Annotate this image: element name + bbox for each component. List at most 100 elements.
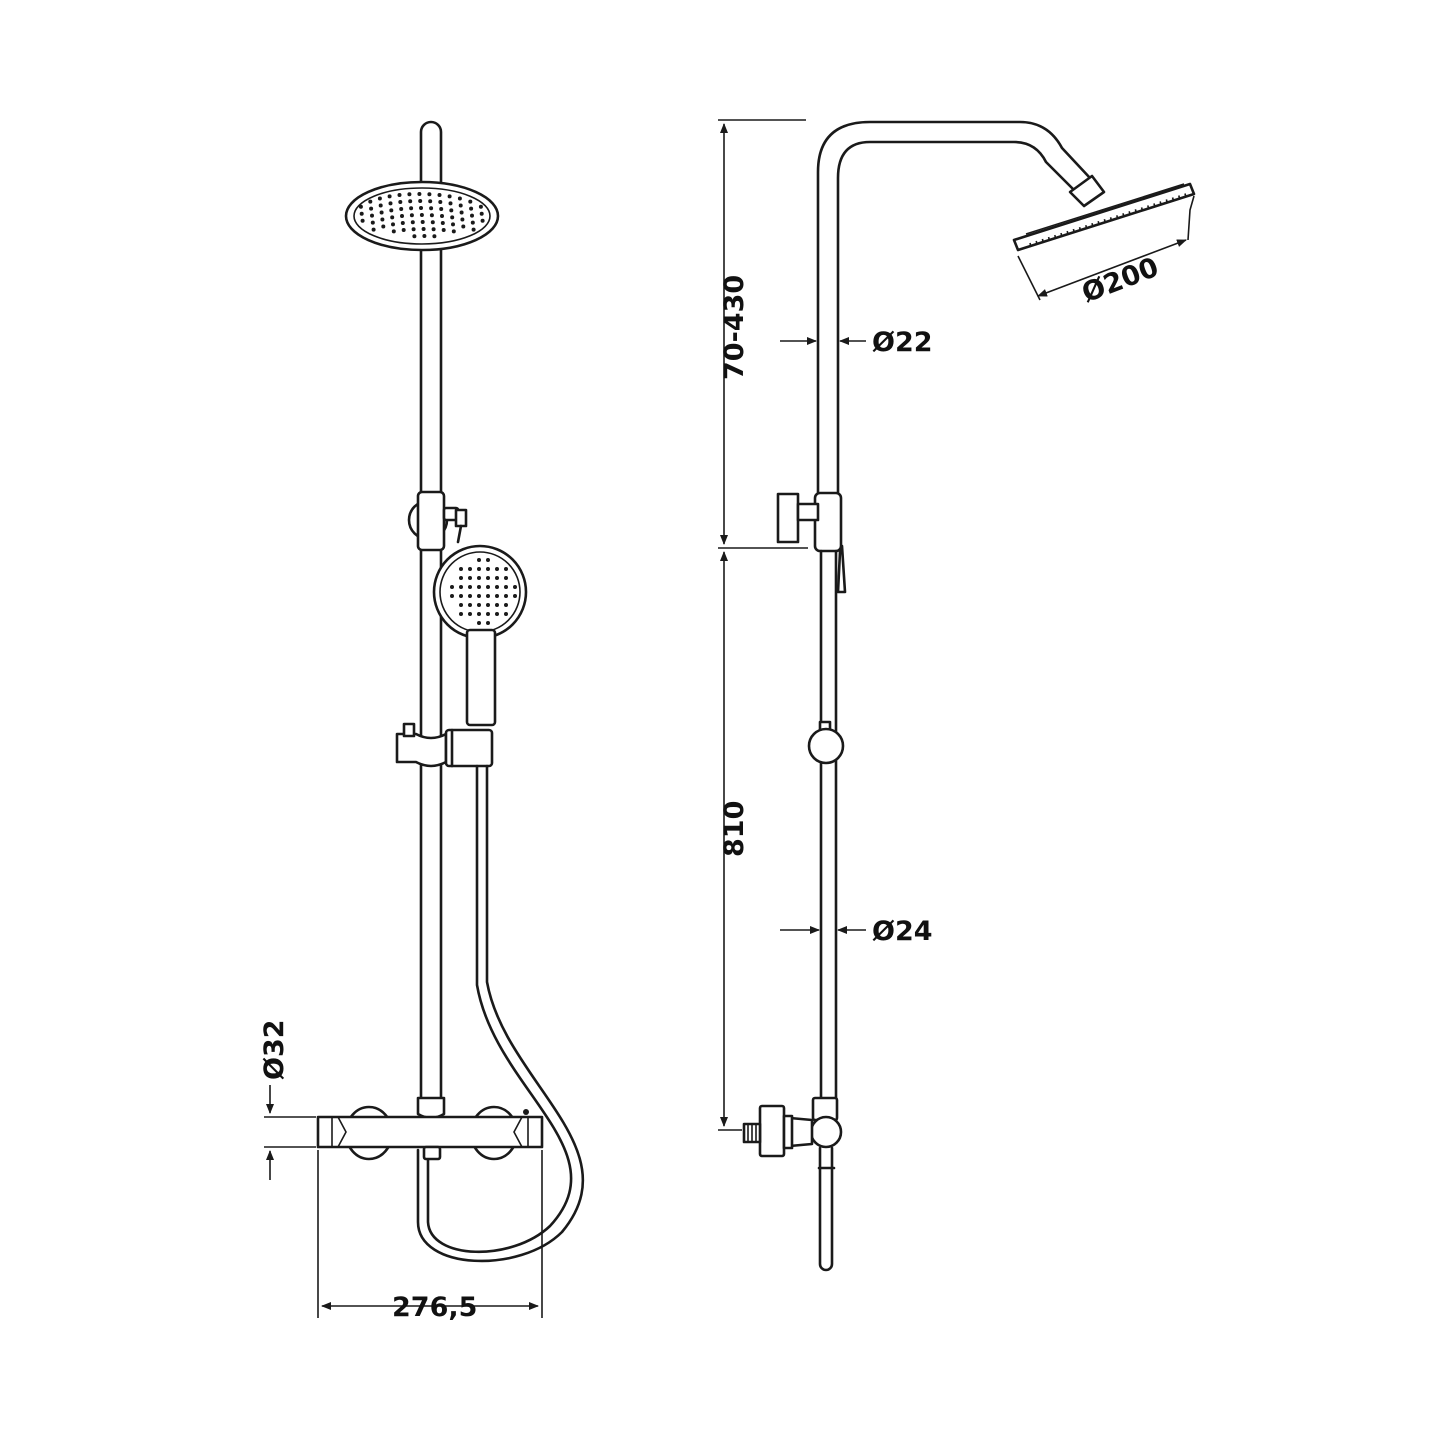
nozzle-dot (419, 206, 423, 210)
nozzle-tick (1116, 215, 1119, 220)
nozzle-dot (390, 215, 395, 220)
nozzle-dot (432, 234, 437, 239)
nozzle-dot (429, 213, 434, 218)
nozzle-dot (459, 612, 463, 616)
nozzle-dot (410, 220, 415, 225)
nozzle-tick (1153, 203, 1156, 208)
side-diverter (776, 491, 847, 594)
nozzle-dot (381, 224, 386, 229)
nozzle-tick (1171, 197, 1175, 202)
nozzle-dot (477, 612, 481, 616)
nozzle-dot (450, 594, 454, 598)
nozzle-dot (420, 220, 425, 224)
nozzle-dot (391, 229, 396, 234)
nozzle-dot (448, 201, 453, 206)
nozzle-dot (486, 612, 490, 616)
nozzle-dot (459, 567, 463, 571)
nozzle-dot (468, 585, 472, 589)
nozzle-tick (1165, 199, 1169, 204)
nozzle-dot (358, 204, 363, 209)
nozzle-dot (468, 603, 472, 607)
nozzle-dot (468, 567, 472, 571)
nozzle-dot (495, 585, 499, 589)
nozzle-dot (430, 220, 435, 225)
nozzle-dot (409, 213, 414, 218)
nozzle-dot (370, 213, 374, 218)
nozzle-dot (504, 567, 508, 571)
nozzle-dot (477, 558, 481, 562)
nozzle-dot (486, 558, 490, 562)
nozzle-dot (412, 234, 417, 239)
nozzle-dot (368, 199, 373, 204)
nozzle-tick (1078, 227, 1082, 232)
nozzle-dot (437, 193, 442, 197)
front-thermostatic-valve (316, 1096, 544, 1161)
nozzle-dot (397, 193, 402, 197)
nozzle-dot (460, 217, 465, 222)
nozzle-dot (513, 594, 517, 598)
nozzle-tick (1047, 236, 1051, 242)
nozzle-dot (461, 224, 466, 229)
nozzle-tick (1140, 207, 1144, 212)
dim-lower-pipe-diameter: Ø24 (872, 916, 933, 947)
front-slide-bracket (395, 722, 494, 768)
nozzle-tick (1134, 209, 1138, 214)
front-diverter-bracket (407, 490, 468, 552)
nozzle-dot (440, 221, 445, 225)
nozzle-dot (388, 201, 393, 206)
nozzle-tick (1109, 217, 1113, 222)
nozzle-dot (477, 576, 481, 580)
nozzle-dot (459, 576, 463, 580)
nozzle-dot (470, 213, 474, 218)
nozzle-dot (477, 594, 481, 598)
nozzle-dot (427, 192, 432, 197)
nozzle-tick (1085, 225, 1088, 230)
nozzle-dot (459, 585, 463, 589)
nozzle-dot (495, 603, 499, 607)
nozzle-tick (1128, 211, 1131, 216)
nozzle-dot (378, 203, 383, 208)
nozzle-tick (1122, 213, 1125, 218)
nozzle-dot (370, 220, 375, 225)
nozzle-dot (408, 199, 413, 204)
dim-upper-pipe-diameter: Ø22 (872, 327, 933, 358)
nozzle-dot (457, 196, 462, 201)
nozzle-dot (468, 576, 472, 580)
nozzle-dot (419, 213, 424, 217)
dim-rail-height: 810 (719, 801, 750, 857)
nozzle-dot (486, 621, 490, 625)
nozzle-dot (417, 192, 422, 196)
nozzle-dot (428, 199, 433, 204)
front-hand-shower (432, 544, 528, 727)
nozzle-dot (449, 208, 454, 213)
nozzle-dot (470, 220, 475, 225)
nozzle-tick (1066, 230, 1069, 236)
nozzle-dot (495, 594, 499, 598)
nozzle-dot (504, 585, 508, 589)
nozzle-dot (486, 603, 490, 607)
nozzle-dot (458, 203, 463, 208)
nozzle-dot (389, 208, 394, 213)
nozzle-dot (469, 206, 474, 211)
nozzle-dot (504, 576, 508, 580)
nozzle-dot (459, 594, 463, 598)
nozzle-dot (486, 567, 490, 571)
nozzle-dot (451, 222, 455, 227)
nozzle-dot (495, 612, 499, 616)
dimension-lines (264, 119, 1195, 1318)
nozzle-tick (1054, 234, 1057, 240)
nozzle-dot (422, 234, 427, 238)
nozzle-dot (401, 228, 406, 232)
nozzle-dot (468, 594, 472, 598)
nozzle-tick (1159, 201, 1162, 206)
nozzle-dot (471, 227, 476, 232)
nozzle-dot (447, 194, 452, 199)
nozzle-tick (1178, 195, 1181, 200)
front-overhead-shower-head (344, 180, 500, 252)
nozzle-tick (1041, 238, 1045, 244)
dim-valve-width: 276,5 (392, 1292, 477, 1323)
nozzle-tick (1184, 193, 1187, 198)
nozzle-dot (360, 218, 365, 223)
nozzle-dot (380, 217, 385, 222)
